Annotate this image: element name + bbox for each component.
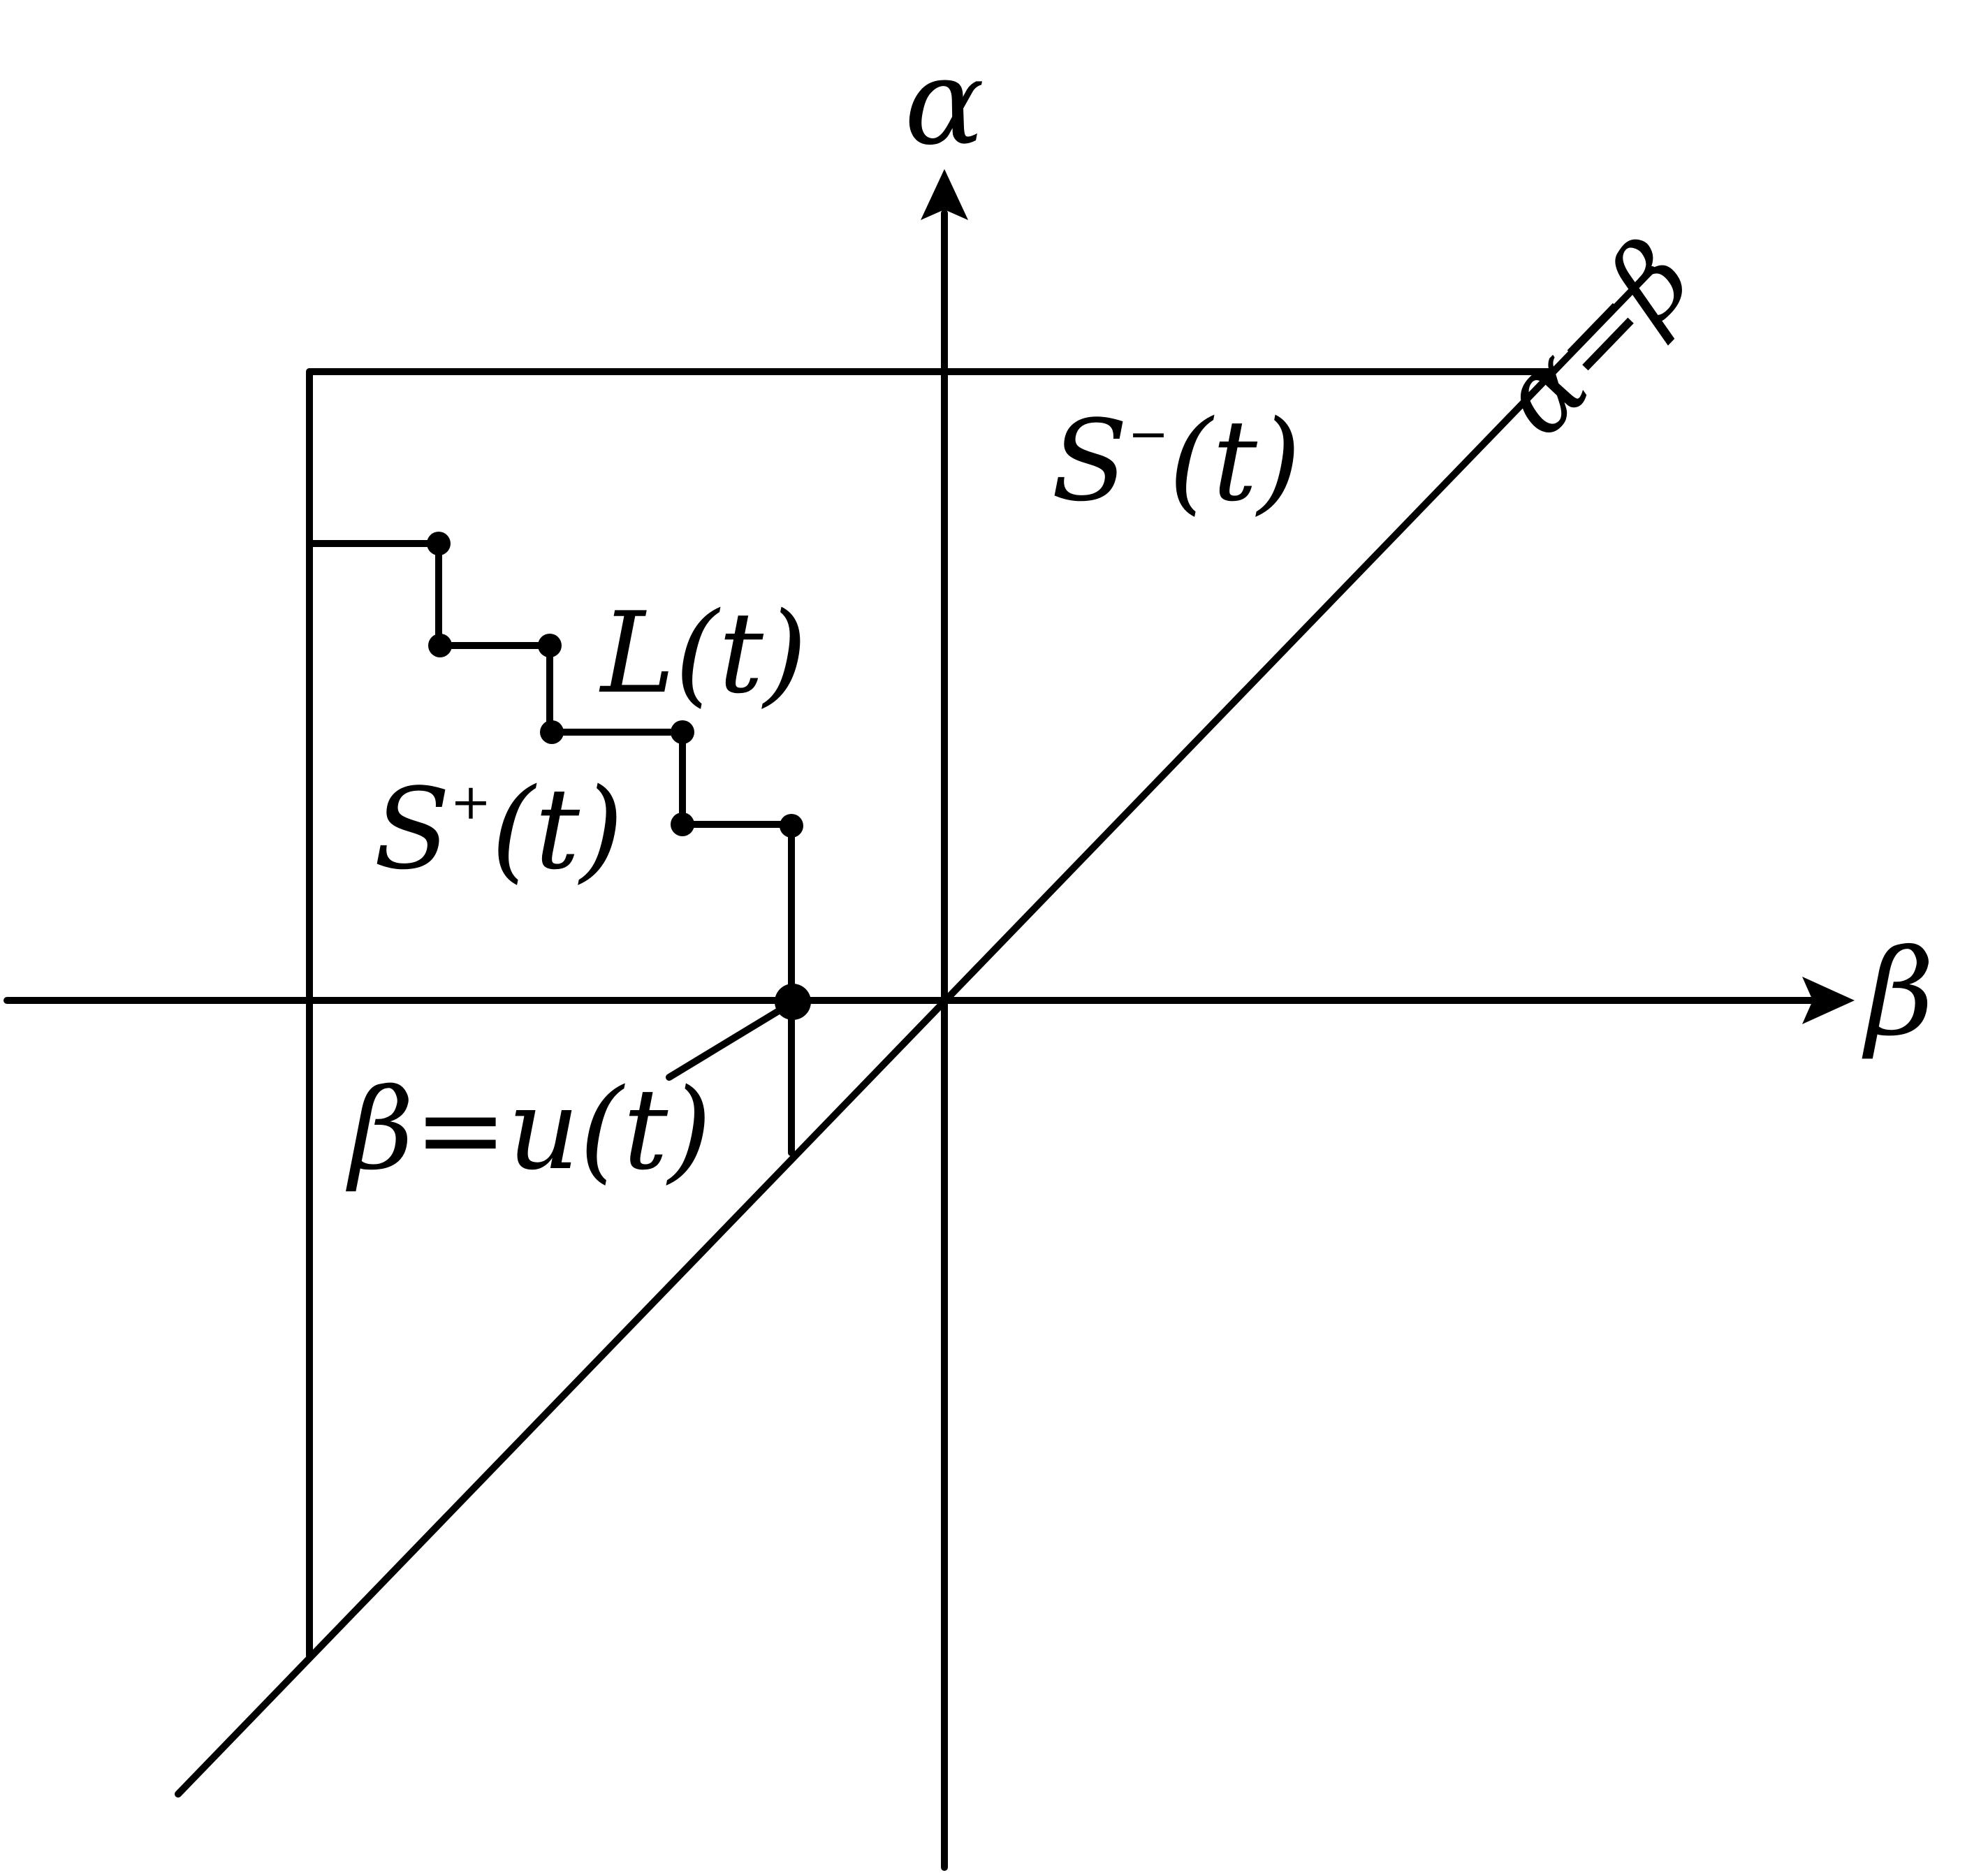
s-plus-base: S	[374, 764, 451, 894]
s-plus-arg: (t)	[491, 764, 623, 894]
s-minus-label: S−(t)	[1051, 395, 1301, 526]
u-label-eq: =	[414, 1064, 508, 1195]
s-minus-sup: −	[1128, 405, 1169, 462]
u-label: β=u(t)	[346, 1064, 712, 1195]
s-minus-arg: (t)	[1169, 395, 1301, 526]
diagonal-label: α=β	[1475, 217, 1715, 460]
u-label-leader	[666, 1006, 784, 1081]
alpha-axis-label: α	[905, 34, 985, 172]
staircase-vertex	[671, 720, 694, 744]
diagonal-line	[175, 266, 1656, 1798]
staircase-vertex	[427, 532, 451, 555]
input-point	[775, 984, 811, 1020]
u-label-rhs: u(t)	[508, 1064, 712, 1195]
s-minus-base: S	[1051, 395, 1128, 526]
beta-axis-arrowhead	[1802, 977, 1855, 1024]
beta-axis-label: β	[1862, 924, 1934, 1063]
staircase-vertex	[671, 812, 694, 836]
staircase-vertex	[428, 634, 452, 657]
l-label: L(t)	[599, 588, 807, 718]
u-label-lhs: β	[346, 1064, 414, 1195]
s-plus-label: S+(t)	[374, 764, 623, 894]
s-plus-sup: +	[451, 773, 492, 831]
svg-text:α=β: α=β	[1475, 217, 1715, 460]
staircase-vertex	[538, 634, 562, 657]
alpha-axis-arrowhead	[921, 169, 968, 220]
staircase-vertex	[540, 720, 564, 744]
staircase-vertex	[780, 814, 803, 838]
